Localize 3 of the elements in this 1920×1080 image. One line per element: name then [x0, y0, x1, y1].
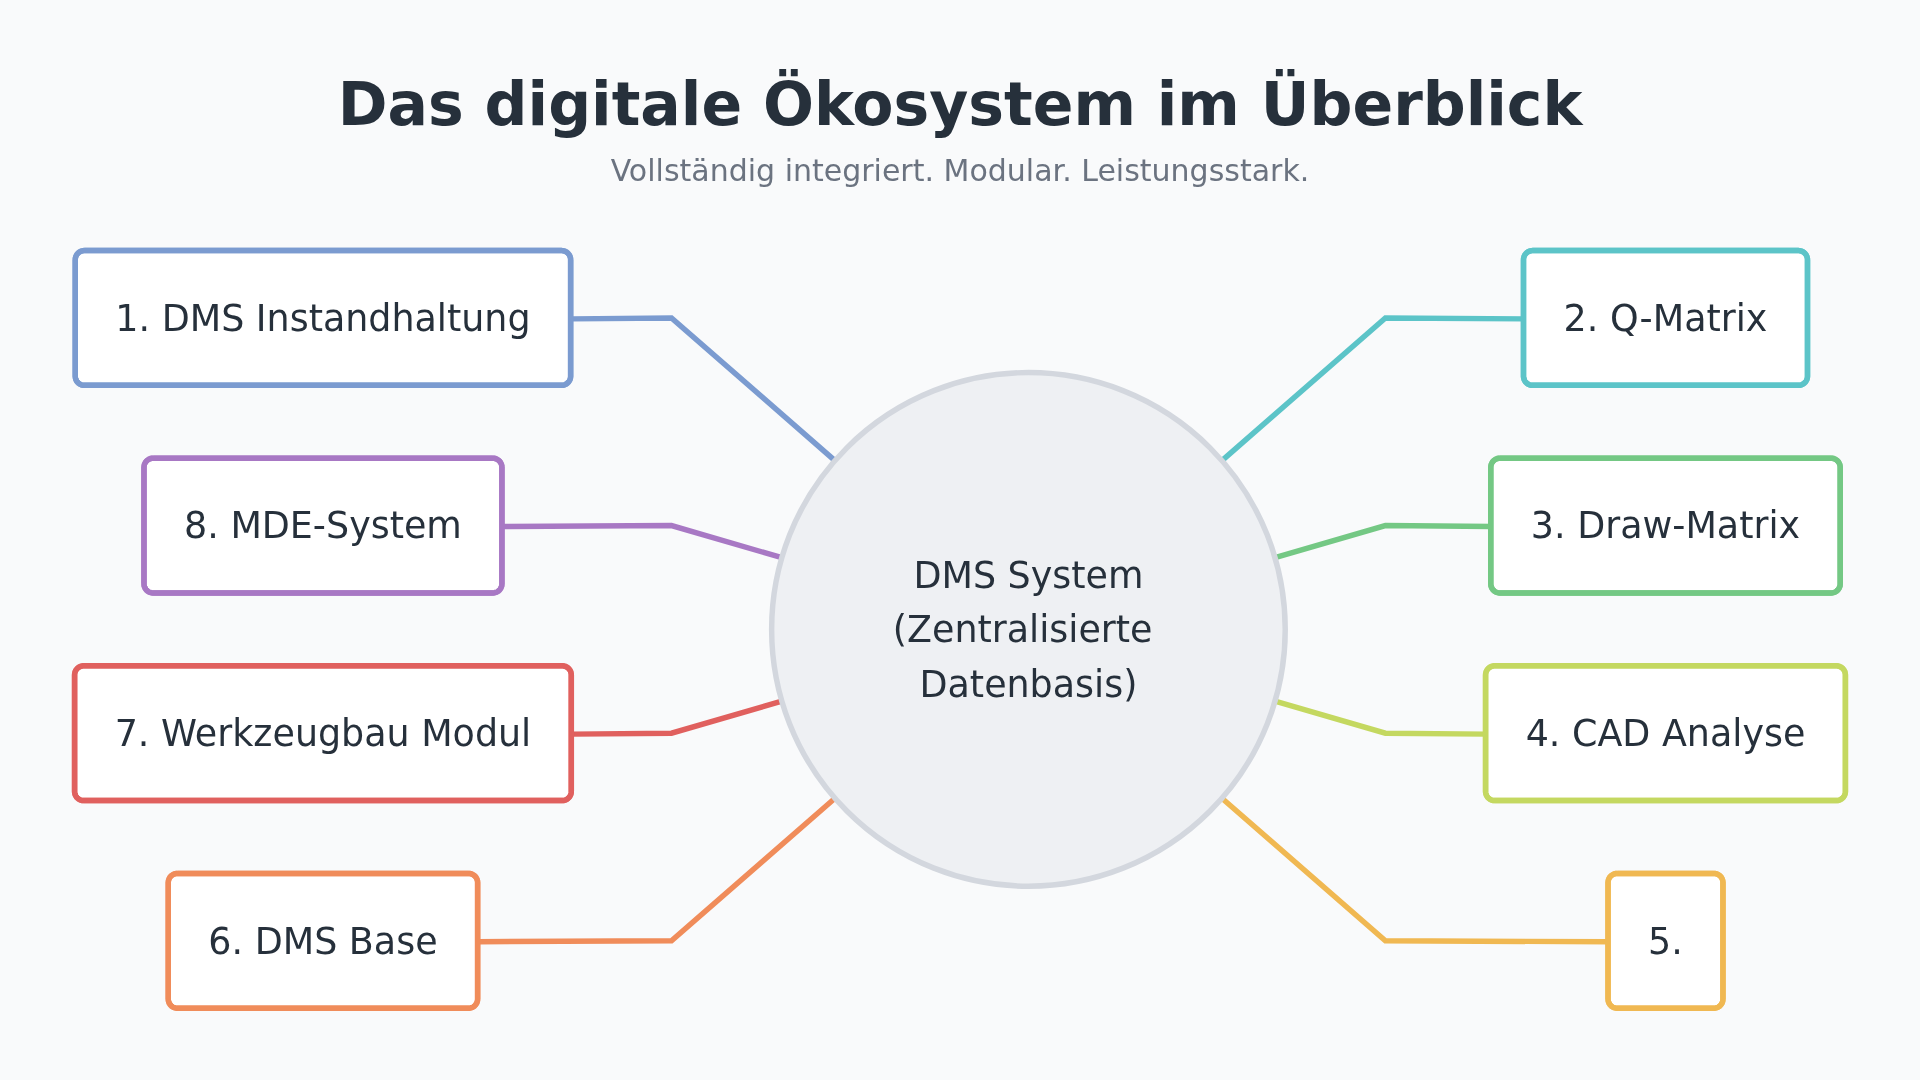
node-circle: DMS System (Zentralisierte Datenbasis) — [768, 369, 1288, 889]
diagram-title: Das digitale Ökosystem im Überblick — [337, 70, 1583, 139]
subtitle: Vollständig integriert. Modular. Leistungsstark. — [610, 153, 1310, 188]
